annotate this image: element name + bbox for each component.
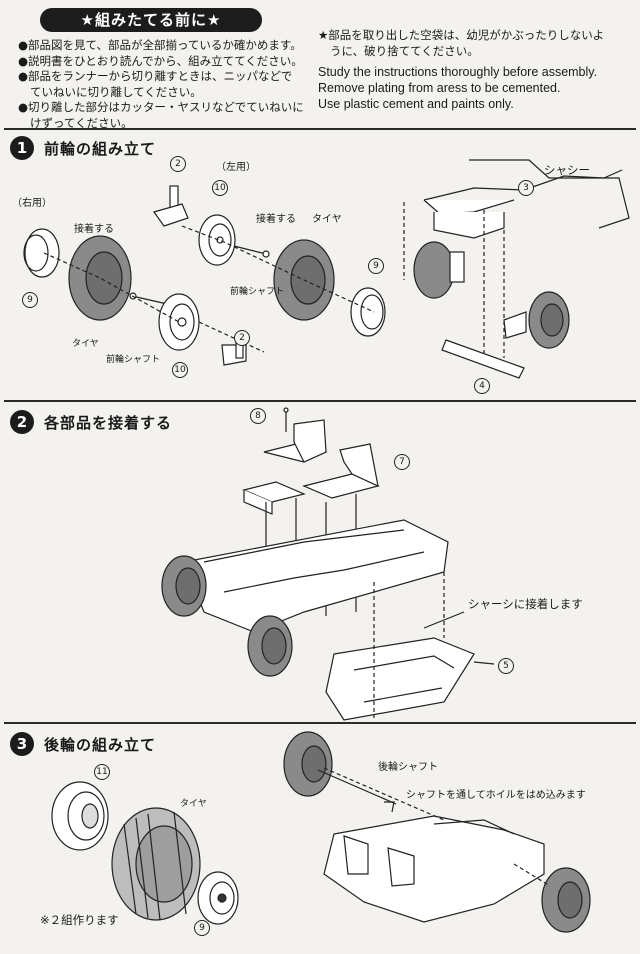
part-number-badge: 10 [172,362,188,378]
front-shaft-label: 前輪シャフト [106,355,161,365]
tire-label: タイヤ [72,339,99,349]
note-line: Use plastic cement and paints only. [318,97,514,111]
note-line: うに、破り捨ててください。 [330,43,479,58]
step-3-title: 後輪の組み立て [44,736,157,754]
step-3-number: 3 [10,732,34,756]
step-1-panel: 1 前輪の組み立て （右用） （左用） 接着する 接着する タイヤ タイヤ 前輪… [4,128,636,402]
part-number-badge: 4 [474,378,490,394]
step-2-number: 2 [10,410,34,434]
chassis-label: シャシー [544,163,590,177]
part-number-badge: 3 [518,180,534,196]
step-3-panel: 3 後輪の組み立て タイヤ ※２組作ります 後輪シャフト シャフトを通してホイル… [4,722,636,954]
step-2-panel: 2 各部品を接着する シャーシに接着します 8 7 5 [4,400,636,722]
step-1-number: 1 [10,136,34,160]
glue-label: 接着する [74,224,114,235]
front-wheel-diagram [23,159,630,379]
note-line: ●説明書をひとおり読んでから、組み立ててください。 [18,53,303,68]
rear-wheel-diagram [51,731,591,933]
left-use-label: （左用） [216,162,256,173]
tire-label: タイヤ [312,214,342,225]
note-line: ●部品をランナーから切り離すときは、ニッパなどで [18,69,293,83]
part-number-badge: 2 [170,156,186,172]
before-assembly-title: ★組みたてる前に★ [40,8,262,32]
japanese-notes: ●部品図を見て、部品が全部揃っているか確かめます。 ●説明書をひとおり読んでから… [18,38,308,131]
parts-gluing-diagram [161,407,495,721]
note-line: ★部品を取り出した空袋は、幼児がかぶったりしないよ [318,28,605,42]
note-line: ●部品図を見て、部品が全部揃っているか確かめます。 [18,38,302,52]
part-number-badge: 5 [498,658,514,674]
note-line: Remove plating from aress to be cemented… [318,81,561,95]
part-number-badge: 9 [368,258,384,274]
part-number-badge: 8 [250,408,266,424]
english-notes: Study the instructions thoroughly before… [318,64,633,112]
part-number-badge: 9 [194,920,210,936]
part-number-badge: 2 [234,330,250,346]
shaft-instruction-label: シャフトを通してホイルをはめ込みます [406,790,586,801]
step-1-title: 前輪の組み立て [44,140,157,158]
part-number-badge: 7 [394,454,410,470]
right-use-label: （右用） [12,198,52,209]
part-number-badge: 10 [212,180,228,196]
note-line: ていねいに切り離してください。 [30,84,202,99]
bag-safety-note: ★部品を取り出した空袋は、幼児がかぶったりしないよ うに、破り捨ててください。 [318,28,623,59]
tire-label: タイヤ [180,799,207,809]
note-line: ●切り離した部分はカッター・ヤスリなどでていねいに [18,100,304,114]
rear-shaft-label: 後輪シャフト [378,762,438,773]
note-line: けずってください。 [30,115,133,130]
note-line: Study the instructions thoroughly before… [318,65,598,79]
glue-label: 接着する [256,214,296,225]
make-two-sets-note: ※２組作ります [40,913,119,927]
step-2-title: 各部品を接着する [44,414,173,432]
front-shaft-label: 前輪シャフト [230,287,285,297]
glue-to-chassis-label: シャーシに接着します [468,597,583,611]
part-number-badge: 11 [94,764,110,780]
part-number-badge: 9 [22,292,38,308]
